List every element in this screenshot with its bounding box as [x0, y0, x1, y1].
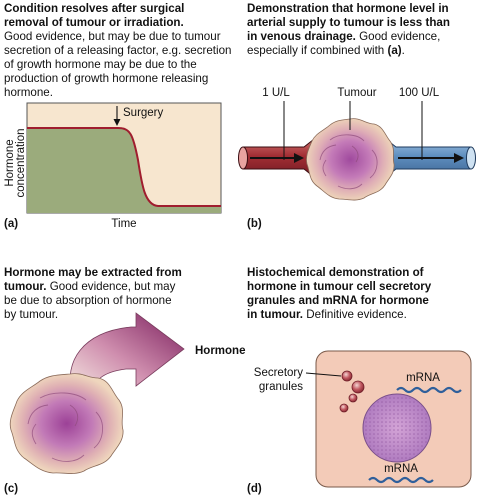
mrna-bottom-label: mRNA: [384, 463, 418, 475]
granule-1: [341, 370, 353, 382]
panel-a-body-line5: hormone.: [4, 86, 53, 99]
panel-c-line2: tumour. Good evidence, but may: [4, 280, 175, 294]
tumour-texture: [319, 134, 378, 190]
panel-d-body-tail: Definitive evidence.: [306, 308, 407, 321]
panel-c-heading-line1: Hormone may be extracted from: [4, 266, 182, 279]
nucleus-chromatin: [364, 395, 430, 461]
surgery-label: Surgery: [123, 107, 164, 119]
y-axis-label-line1: Hormone: [4, 139, 16, 186]
panel-a-body-line3: of growth hormone may be due to the: [4, 58, 197, 71]
label-100-ul: 100 U/L: [399, 87, 440, 99]
y-axis-label-line2: concentration: [15, 128, 27, 197]
panel-b-heading-line3-wrap: in venous drainage. Good evidence,: [247, 30, 440, 44]
panel-b-body-line2-text: especially if combined with: [247, 44, 388, 57]
hormone-curve: [27, 127, 221, 207]
panel-d-letter: (d): [247, 483, 262, 495]
mrna-top-label: mRNA: [406, 372, 440, 384]
panel-b-body-period: .: [401, 44, 405, 57]
panel-b-body-line2: especially if combined with (a).: [247, 44, 405, 58]
granules-leader: [305, 372, 342, 377]
mrna-bottom-strand: [368, 476, 434, 484]
label-tumour: Tumour: [337, 87, 376, 99]
panel-d-heading-line2: hormone in tumour cell secretory: [247, 280, 432, 293]
panel-d-diagram: Secretory granules mRNA mRNA (d): [247, 350, 472, 495]
panel-c-body-line3: be due to absorption of hormone: [4, 294, 172, 307]
vein-opening: [466, 146, 476, 170]
panel-d-heading-line3: granules and mRNA for hormone: [247, 294, 429, 307]
panel-d-line4: in tumour. Definitive evidence.: [247, 308, 407, 322]
panel-c-body-line2: Good evidence, but may: [49, 280, 176, 293]
tumour-c-texture: [27, 392, 103, 462]
label-1-ul: 1 U/L: [262, 87, 290, 99]
panel-b-letter: (b): [247, 218, 262, 230]
panel-b-heading-line1: Demonstration that hormone level in: [247, 2, 449, 15]
panel-b-body-ref: (a): [387, 44, 402, 57]
hormone-arrow-label: Hormone: [195, 345, 245, 357]
granule-4: [348, 393, 358, 403]
vein-flow-arrowhead: [454, 153, 464, 163]
tumour-c: [9, 373, 124, 474]
granules-label-line1: Secretory: [254, 367, 303, 379]
panel-a-heading-line1: Condition resolves after surgical: [4, 2, 185, 15]
panel-c-heading-line2: tumour.: [4, 280, 47, 293]
panel-b-body-tail: Good evidence,: [359, 30, 441, 43]
panel-b-heading-line3: in venous drainage.: [247, 30, 356, 43]
hormone-area: [27, 128, 221, 213]
panel-a-body-line2: secretion of a releasing factor, e.g. se…: [4, 44, 232, 57]
panel-c-letter: (c): [4, 483, 18, 495]
panel-b-diagram: 1 U/L Tumour 100 U/L (b): [238, 87, 476, 230]
panel-a-body-line4: production of growth hormone releasing: [4, 72, 209, 85]
panel-a-body-line1: Good evidence, but may be due to tumour: [4, 30, 221, 43]
granule-2: [351, 380, 365, 394]
artery-flow-arrowhead: [294, 153, 304, 163]
panel-d-heading-line1: Histochemical demonstration of: [247, 266, 424, 279]
tumour: [306, 118, 395, 201]
panel-b-heading-line2: arterial supply to tumour is less than: [247, 16, 450, 29]
panel-a-chart: Surgery Hormone concentration Time (a): [4, 102, 222, 230]
artery-opening: [238, 146, 248, 170]
x-axis-label: Time: [111, 218, 136, 230]
panel-a-heading-line2: removal of tumour or irradiation.: [4, 16, 184, 29]
panel-c-body-line4: by tumour.: [4, 308, 59, 321]
panel-d-heading-line4: in tumour.: [247, 308, 304, 321]
panel-c-diagram: Hormone (c): [4, 312, 245, 495]
granules-label-line2: granules: [259, 381, 303, 393]
surgery-arrowhead: [113, 119, 121, 126]
mrna-top-strand: [396, 386, 462, 394]
panel-a-letter: (a): [4, 218, 18, 230]
granule-3: [339, 403, 349, 413]
